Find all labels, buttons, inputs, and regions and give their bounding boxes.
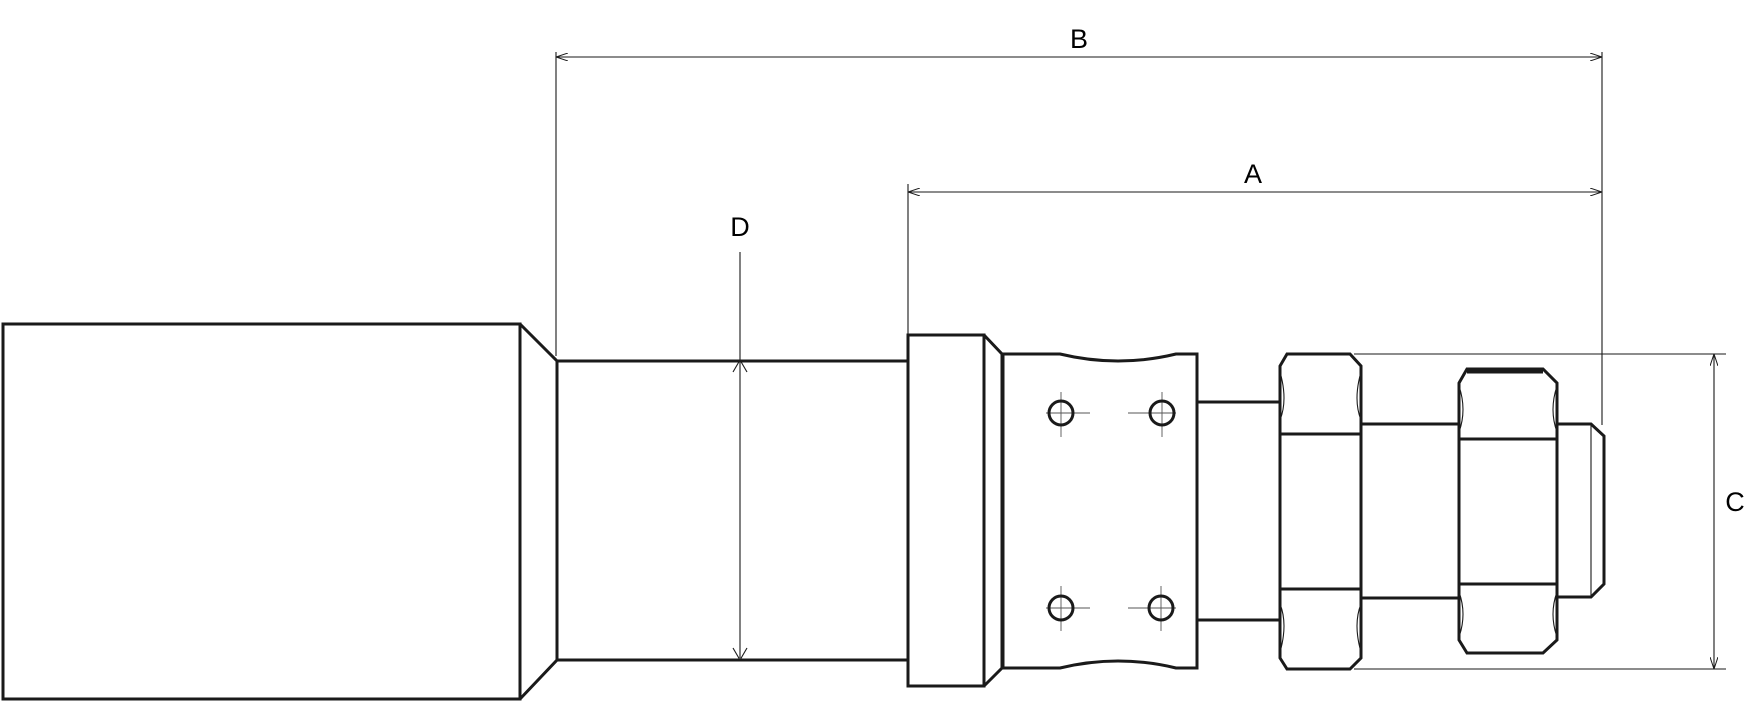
dimension-c-label: C — [1725, 487, 1745, 517]
hole-bottom-right — [1128, 586, 1176, 631]
hex-nut-1-arc-bl — [1279, 603, 1285, 653]
dimension-c: C — [1354, 353, 1745, 670]
end-nose — [1557, 422, 1606, 599]
crimp-body — [1001, 352, 1199, 670]
hex-nut-1-arc-tr — [1356, 371, 1362, 421]
dimension-a: A — [907, 159, 1602, 334]
dimension-b: B — [555, 24, 1603, 425]
fitting-body — [1, 322, 1606, 701]
dimension-d: D — [730, 212, 750, 661]
hex-nut-2-arc-tl — [1458, 385, 1464, 433]
hex-nut-1-outline — [1278, 352, 1363, 671]
flange-collar — [906, 333, 986, 688]
dimension-d-label: D — [730, 212, 750, 242]
hex-nut-2-arc-br — [1552, 591, 1558, 638]
hole-top-left-circle — [1047, 399, 1075, 427]
dimension-a-label: A — [1244, 159, 1262, 189]
hex-nut-2 — [1457, 367, 1559, 655]
taper — [518, 322, 559, 701]
flange-chamfer — [982, 333, 1004, 688]
hex-nut-2-outline — [1457, 367, 1559, 655]
hex-nut-1-arc-br — [1356, 603, 1362, 653]
hole-top-right — [1128, 392, 1176, 437]
large-cylinder — [1, 322, 522, 701]
dimension-b-label: B — [1070, 24, 1088, 54]
hex-nut-1-arc-tl — [1279, 371, 1285, 421]
crimp-holes — [1046, 392, 1176, 631]
hole-top-left — [1046, 392, 1090, 437]
hex-nut-2-arc-tr — [1552, 385, 1558, 433]
hole-bottom-right-circle — [1147, 594, 1175, 622]
hex-nut-2-arc-bl — [1458, 591, 1464, 638]
hole-top-right-circle — [1148, 399, 1176, 427]
dimension-d-arrow-bottom — [732, 647, 741, 661]
hole-bottom-left-circle — [1047, 594, 1075, 622]
hole-bottom-left — [1046, 586, 1090, 631]
hex-nut-1 — [1278, 352, 1363, 671]
dimension-d-arrow-bottom-2 — [739, 647, 748, 661]
